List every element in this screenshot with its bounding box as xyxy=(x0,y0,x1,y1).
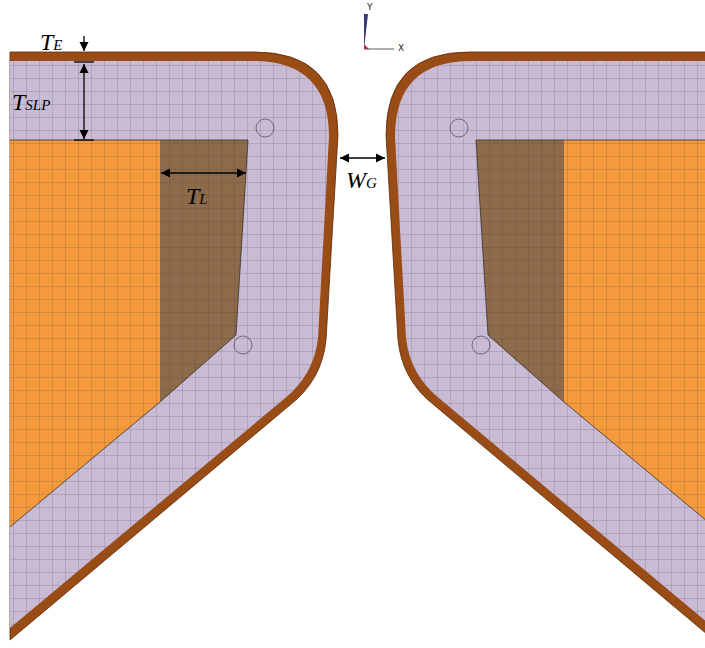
axis-label: X xyxy=(398,44,404,53)
dimension-label: WG xyxy=(346,162,377,192)
dimension-label: TSLP xyxy=(12,84,50,114)
dimension-label: TL xyxy=(186,178,208,208)
axis-label: Y xyxy=(367,3,373,12)
dimension-label: TE xyxy=(40,24,63,54)
